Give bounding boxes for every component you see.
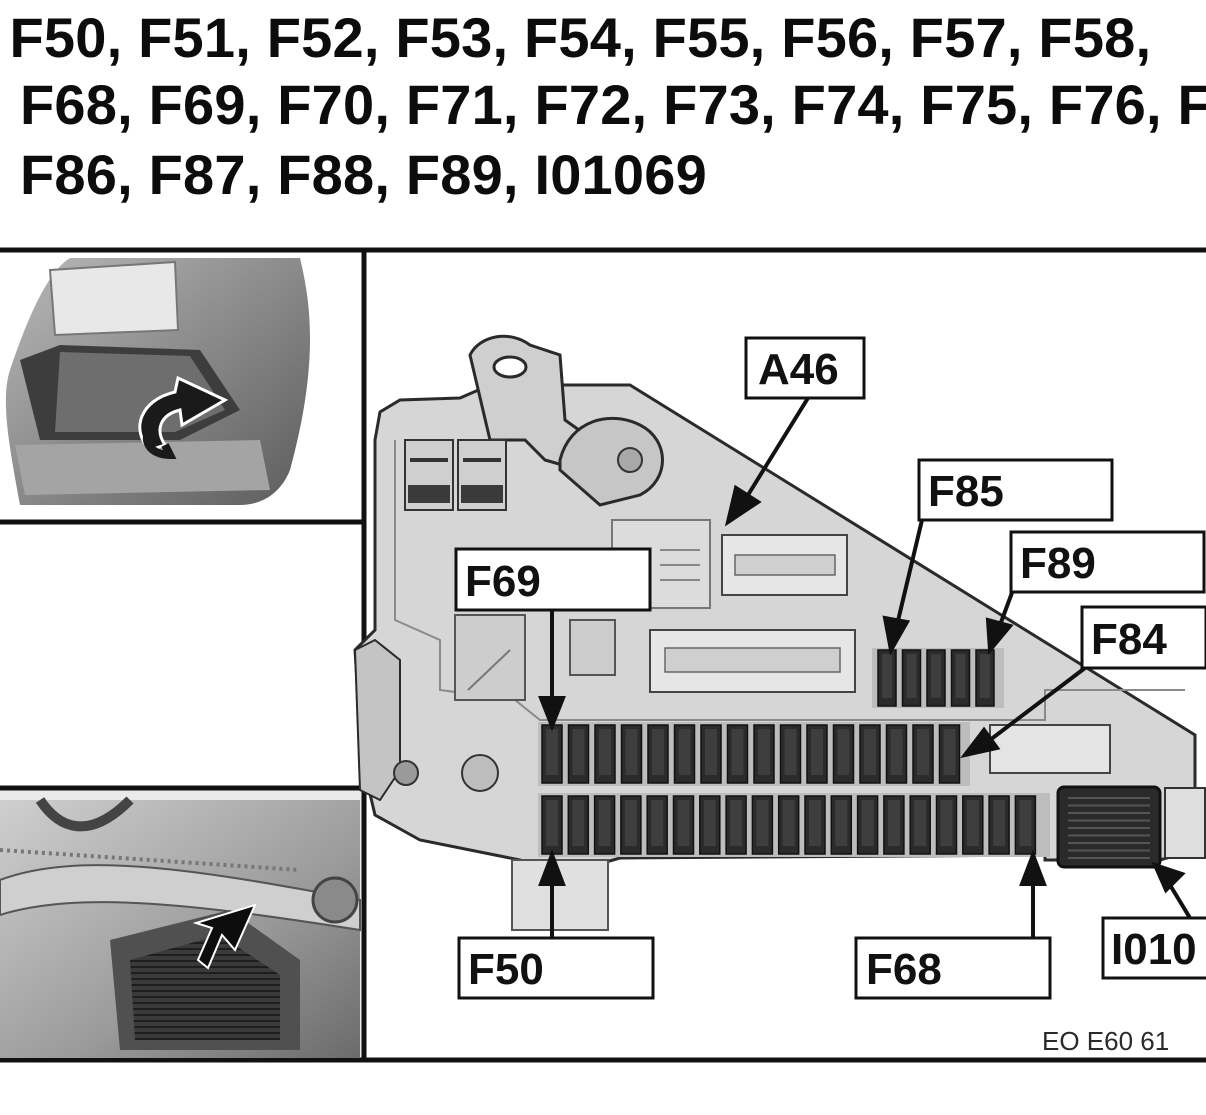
fuse-row-f69-f84 [538,722,970,786]
callout-f50-text: F50 [468,945,544,994]
callout-a46: A46 [744,336,866,400]
car-trunk-view-image [0,247,367,525]
upper-row-fuse-highlight [906,654,917,698]
middle-row-fuse-highlight [705,729,717,775]
lower-row-fuse-highlight [546,800,558,846]
heading-line-3: F86, F87, F88, F89, I01069 [20,143,707,206]
middle-row-fuse-highlight [572,729,585,775]
trunk-interior-view-image [0,785,367,1063]
lower-row-fuse-highlight [993,800,1006,846]
lower-row-fuse-highlight [756,800,769,846]
callout-f89-text: F89 [1020,539,1096,588]
callout-f89: F89 [1009,530,1206,594]
lower-row-fuse-highlight [598,800,611,846]
middle-row-fuse-highlight [864,729,876,775]
heading: , F50, F51, F52, F53, F54, F55, F56, F57… [0,0,1206,230]
middle-row-fuse-highlight [625,729,638,775]
lower-row-fuse-highlight [703,800,716,846]
callout-f85-text: F85 [928,467,1004,516]
heading-line-1: , F50, F51, F52, F53, F54, F55, F56, F57… [0,6,1152,69]
middle-row-fuse-highlight [784,729,797,775]
pointer-arrow-icon [192,903,257,970]
middle-row-fuse-highlight [917,729,929,775]
lower-row-fuse-highlight [887,800,900,846]
middle-row-fuse-highlight [546,729,558,775]
lower-row-fuse-highlight [1019,800,1032,846]
rotate-arrow-icon [138,375,229,460]
lower-row-fuse-highlight [914,800,927,846]
fuse-row-f85-f89 [872,648,1004,708]
middle-row-fuse-highlight [678,729,691,775]
callout-f84: F84 [1080,605,1206,670]
figure-code: EO E60 61 [1042,1026,1169,1056]
lower-row-fuse-highlight [966,800,979,846]
lower-row-fuse-highlight [651,800,664,846]
middle-row-fuse-highlight [837,729,850,775]
lower-row-fuse-highlight [677,800,690,846]
relay-i01069 [1056,785,1162,869]
upper-row-fuse-highlight [931,654,941,698]
lower-row-fuse-highlight [809,800,821,846]
callout-i01069-text: I010 [1111,925,1197,974]
middle-row-fuse-highlight [652,729,664,775]
callout-f85: F85 [917,458,1114,522]
upper-row-fuse-highlight [955,654,966,698]
callout-a46-text: A46 [758,345,839,394]
callout-f84-text: F84 [1091,615,1167,664]
callout-f69-text: F69 [465,557,541,606]
upper-row-fuse-highlight [980,654,990,698]
callout-f50: F50 [457,936,655,1000]
callout-arrows [538,396,1192,938]
lower-row-fuse-highlight [782,800,795,846]
heading-line-2: F68, F69, F70, F71, F72, F73, F74, F75, … [20,73,1206,136]
middle-row-fuse-highlight [943,729,956,775]
callout-f68-text: F68 [866,945,942,994]
middle-row-fuse-highlight [731,729,744,775]
lower-row-fuse-highlight [572,800,585,846]
middle-row-fuse-highlight [811,729,823,775]
fuse-row-f50-f68 [538,793,1050,857]
middle-row-fuse-highlight [599,729,611,775]
lower-row-fuse-highlight [624,800,637,846]
lower-row-fuse-highlight [730,800,743,846]
lower-row-fuse-highlight [835,800,848,846]
lower-row-fuse-highlight [861,800,874,846]
callout-i01069: I010 [1101,916,1206,980]
callout-f69: F69 [454,547,652,612]
callout-f68: F68 [854,936,1052,1000]
middle-row-fuse-highlight [758,729,770,775]
upper-row-fuse-highlight [882,654,892,698]
lower-row-fuse-highlight [940,800,953,846]
middle-row-fuse-highlight [890,729,903,775]
